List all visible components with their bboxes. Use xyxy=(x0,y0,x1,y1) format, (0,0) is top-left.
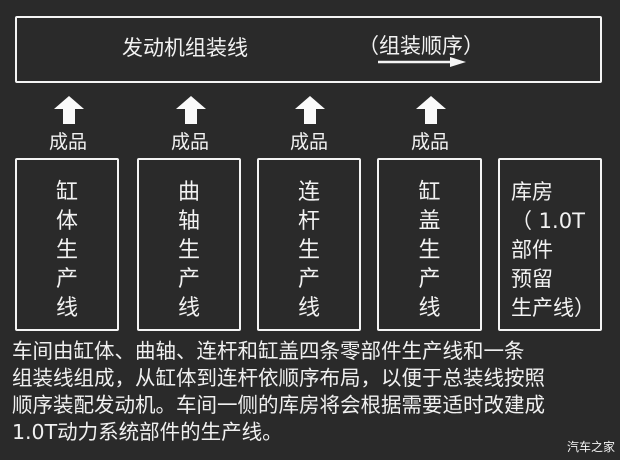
line-char: 产 xyxy=(177,267,200,292)
up-arrow-icon xyxy=(176,96,206,124)
production-line-connecting-rod: 连 杆 生 产 线 xyxy=(257,158,361,331)
up-arrow-icon xyxy=(295,96,325,124)
production-line-crankshaft: 曲 轴 生 产 线 xyxy=(137,158,241,331)
line-char: 曲 xyxy=(177,180,200,205)
warehouse-text-line: （ 1.0T xyxy=(511,209,585,233)
assembly-order-label: （组装顺序） xyxy=(358,34,484,58)
assembly-line-title: 发动机组装线 xyxy=(122,36,248,60)
line-char: 线 xyxy=(55,296,78,321)
line-char: 盖 xyxy=(418,209,441,234)
line-char: 产 xyxy=(55,267,78,292)
output-label-2: 成品 xyxy=(170,131,209,153)
up-arrow-icon xyxy=(54,96,84,124)
warehouse-box: 库房 （ 1.0T 部件 预留 生产线） xyxy=(498,158,602,331)
line-char: 生 xyxy=(297,238,320,263)
line-char: 缸 xyxy=(418,180,441,205)
line-char: 连 xyxy=(297,180,320,205)
output-label-3: 成品 xyxy=(289,131,328,153)
line-char: 线 xyxy=(418,296,441,321)
warehouse-text-line: 生产线） xyxy=(511,296,595,320)
warehouse-text-line: 库房 xyxy=(511,180,553,204)
line-char: 产 xyxy=(297,267,320,292)
production-line-cylinder-block: 缸 体 生 产 线 xyxy=(15,158,119,331)
line-char: 线 xyxy=(177,296,200,321)
line-char: 体 xyxy=(55,209,78,234)
watermark: 汽车之家 xyxy=(567,440,616,454)
warehouse-text-line: 部件 xyxy=(511,238,553,262)
output-label-1: 成品 xyxy=(48,131,87,153)
right-arrow-icon xyxy=(378,57,466,67)
line-char: 生 xyxy=(55,238,78,263)
production-line-cylinder-head: 缸 盖 生 产 线 xyxy=(377,158,482,331)
up-arrow-icon xyxy=(416,96,446,124)
description-line: 组装线组成，从缸体到连杆依顺序布局，以便于总装线按照 xyxy=(12,366,545,390)
description-line: 车间由缸体、曲轴、连杆和缸盖四条零部件生产线和一条 xyxy=(12,339,525,363)
warehouse-text-line: 预留 xyxy=(511,267,553,291)
line-char: 线 xyxy=(297,296,320,321)
line-char: 产 xyxy=(418,267,441,292)
line-char: 缸 xyxy=(55,180,78,205)
description-line: 1.0T动力系统部件的生产线。 xyxy=(12,420,283,444)
output-label-4: 成品 xyxy=(410,131,449,153)
line-char: 生 xyxy=(177,238,200,263)
line-char: 杆 xyxy=(297,209,320,234)
line-char: 轴 xyxy=(177,209,200,234)
engine-assembly-line-box xyxy=(15,16,602,83)
description-line: 顺序装配发动机。车间一侧的库房将会根据需要适时改建成 xyxy=(12,393,545,417)
description-paragraph: 车间由缸体、曲轴、连杆和缸盖四条零部件生产线和一条 组装线组成，从缸体到连杆依顺… xyxy=(12,338,617,446)
line-char: 生 xyxy=(418,238,441,263)
